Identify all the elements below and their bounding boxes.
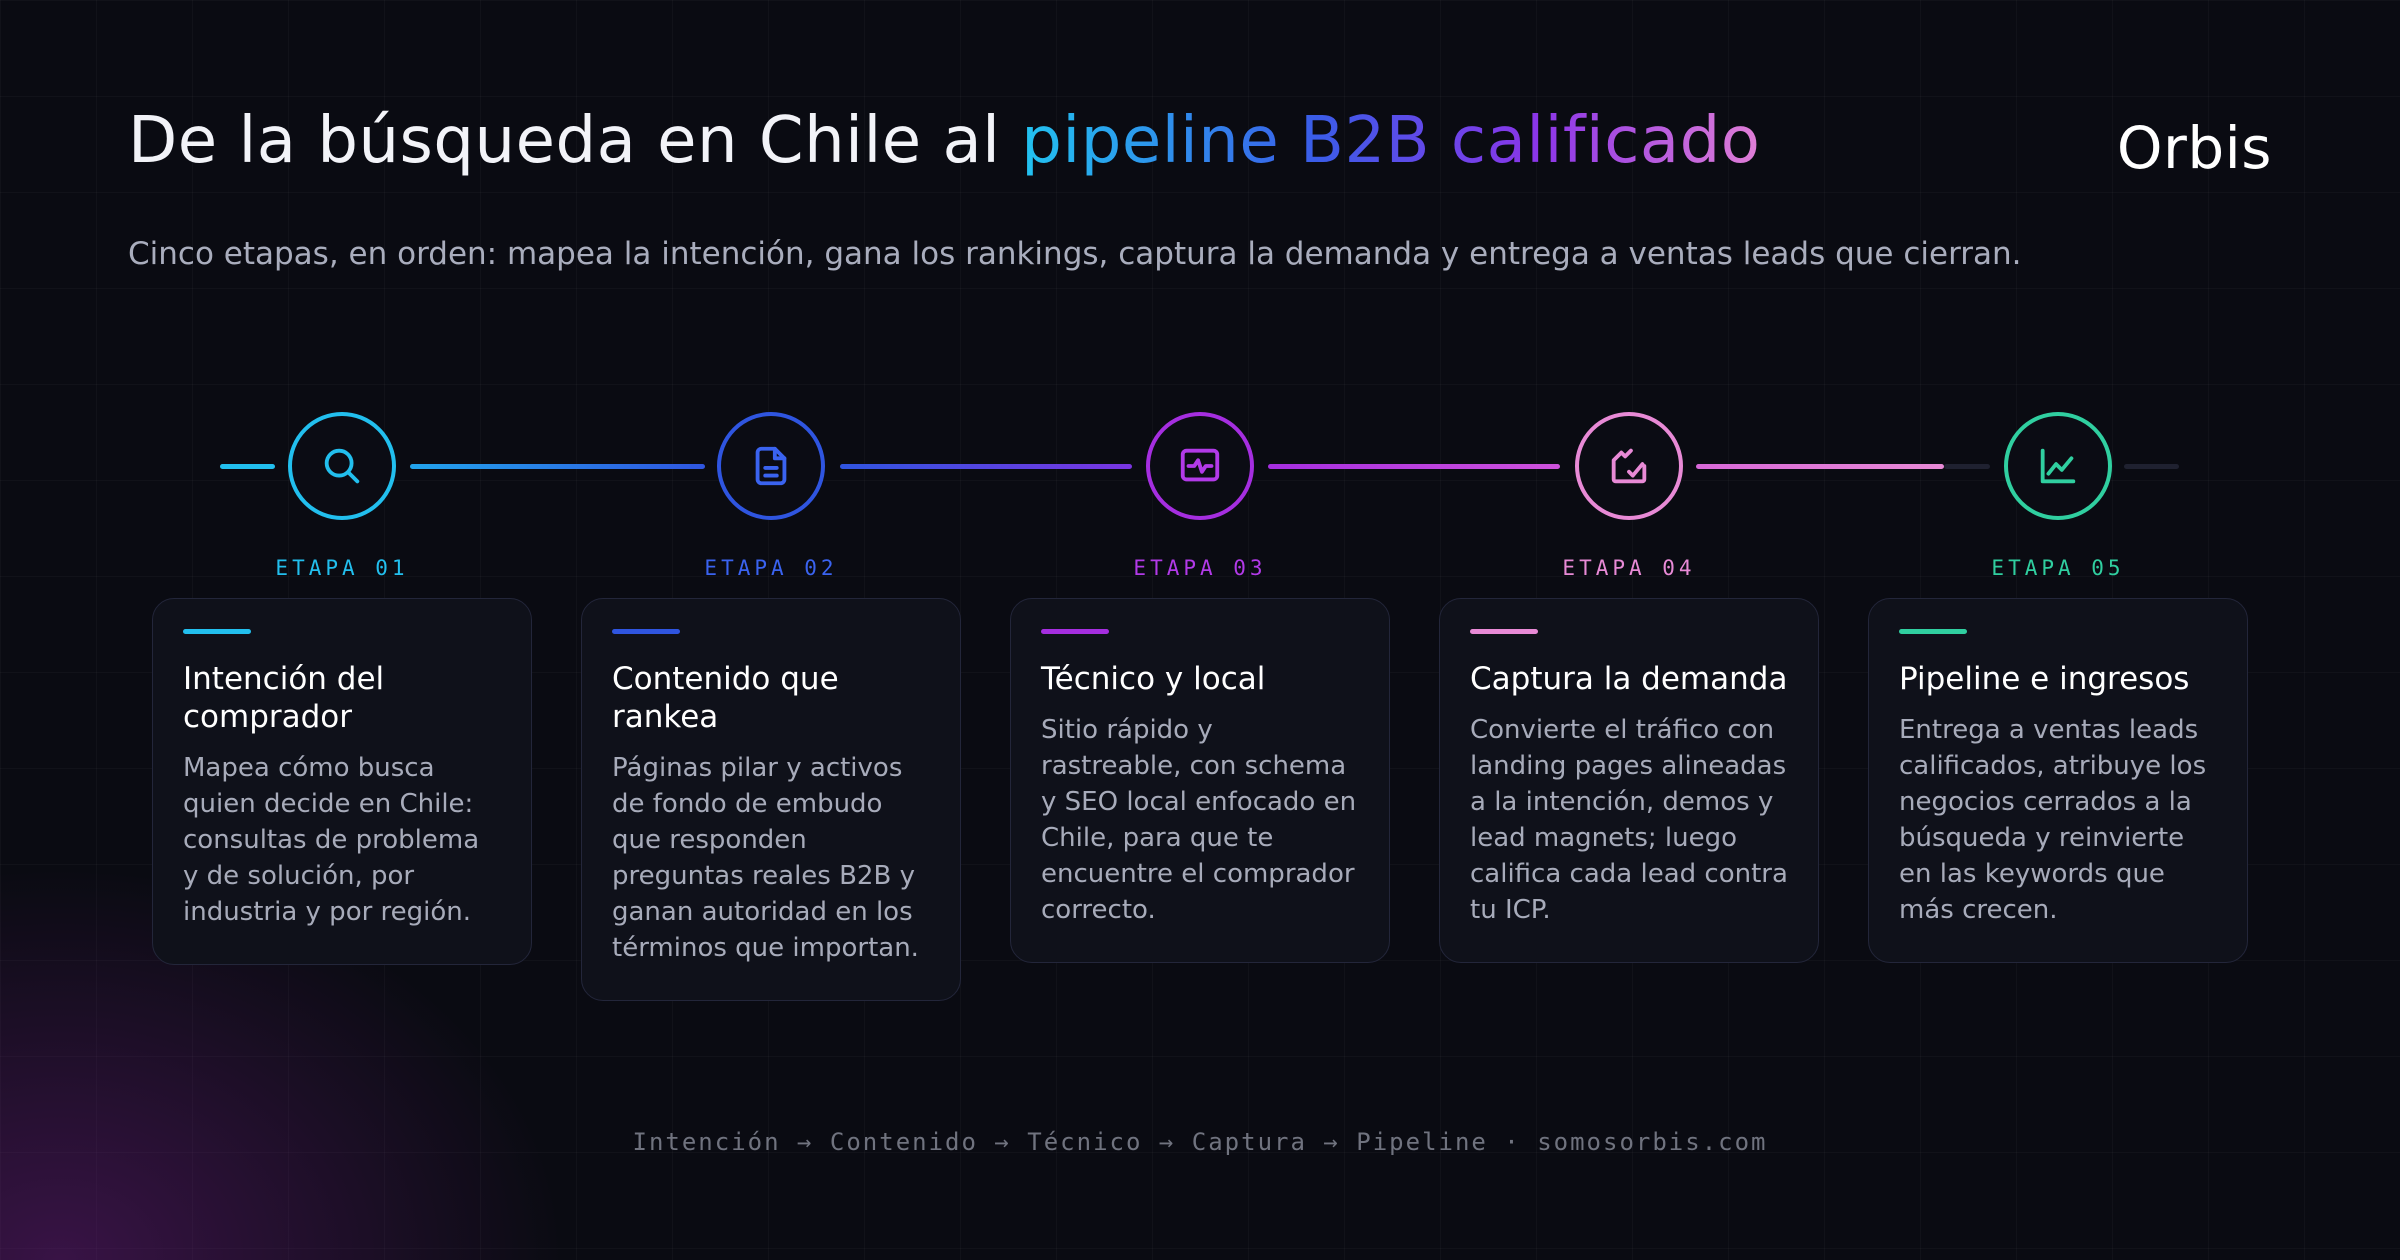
stage-2-card: Contenido que rankea Páginas pilar y act… bbox=[581, 598, 961, 1001]
card-title: Intención del comprador bbox=[183, 661, 385, 735]
stage-1-node bbox=[288, 412, 396, 520]
stage-5-card: Pipeline e ingresos Entrega a ventas lea… bbox=[1868, 598, 2248, 963]
trend-chart-icon bbox=[2040, 448, 2076, 484]
footer-caption: Intención → Contenido → Técnico → Captur… bbox=[632, 1128, 1768, 1156]
card-accent-bar bbox=[183, 629, 251, 634]
stage-3-label: ETAPA 03 bbox=[1133, 556, 1267, 580]
card-body: Mapea cómo busca quien decide en Chile: … bbox=[183, 753, 480, 927]
card-body: Sitio rápido y rastreable, con schema y … bbox=[1041, 715, 1357, 925]
stage-3-node bbox=[1146, 412, 1254, 520]
card-title: Captura la demanda bbox=[1470, 661, 1788, 697]
stage-1-label: ETAPA 01 bbox=[275, 556, 409, 580]
search-icon bbox=[324, 448, 360, 484]
timeline-connector bbox=[410, 464, 705, 469]
timeline-connector bbox=[1696, 464, 1944, 469]
card-title: Técnico y local bbox=[1041, 661, 1266, 697]
timeline bbox=[0, 0, 2400, 600]
timeline-connector bbox=[1268, 464, 1560, 469]
card-body: Páginas pilar y activos de fondo de embu… bbox=[612, 753, 919, 963]
card-body: Entrega a ventas leads calificados, atri… bbox=[1899, 715, 2207, 925]
timeline-connector-track bbox=[1944, 464, 1990, 469]
card-accent-bar bbox=[1899, 629, 1967, 634]
card-accent-bar bbox=[612, 629, 680, 634]
stage-2-node bbox=[717, 412, 825, 520]
stage-5-label: ETAPA 05 bbox=[1991, 556, 2125, 580]
capture-check-icon bbox=[1611, 448, 1647, 484]
stage-1-card: Intención del comprador Mapea cómo busca… bbox=[152, 598, 532, 965]
card-accent-bar bbox=[1470, 629, 1538, 634]
card-body: Convierte el tráfico con landing pages a… bbox=[1470, 715, 1788, 925]
card-accent-bar bbox=[1041, 629, 1109, 634]
title-plain: De la búsqueda en Chile al bbox=[128, 104, 1022, 178]
title-highlight: pipeline B2B calificado bbox=[1021, 104, 1761, 178]
timeline-connector-track bbox=[2124, 464, 2179, 469]
stage-4-label: ETAPA 04 bbox=[1562, 556, 1696, 580]
stage-4-node bbox=[1575, 412, 1683, 520]
page-subtitle: Cinco etapas, en orden: mapea la intenci… bbox=[128, 236, 2022, 272]
stage-2-label: ETAPA 02 bbox=[704, 556, 838, 580]
pulse-monitor-icon bbox=[1180, 448, 1220, 482]
stage-5-node bbox=[2004, 412, 2112, 520]
timeline-connector bbox=[220, 464, 275, 469]
brand-logo: Orbis bbox=[2116, 114, 2272, 182]
page-title: De la búsqueda en Chile al pipeline B2B … bbox=[128, 104, 1760, 178]
stage-4-card: Captura la demanda Convierte el tráfico … bbox=[1439, 598, 1819, 963]
document-icon bbox=[755, 446, 787, 486]
card-title: Pipeline e ingresos bbox=[1899, 661, 2190, 697]
card-title: Contenido que rankea bbox=[612, 661, 839, 735]
timeline-connector bbox=[840, 464, 1132, 469]
stage-3-card: Técnico y local Sitio rápido y rastreabl… bbox=[1010, 598, 1390, 963]
